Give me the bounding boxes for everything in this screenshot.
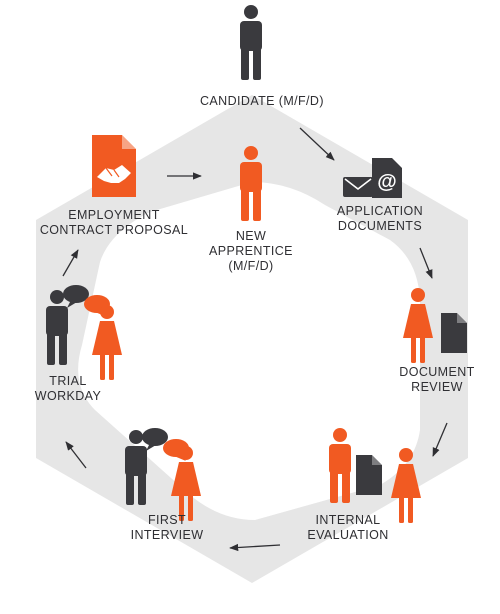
arrow-to-application [299, 127, 335, 161]
svg-text:@: @ [377, 171, 397, 193]
label-first-interview: FIRST INTERVIEW [130, 513, 204, 542]
label-trial-workday: TRIAL WORKDAY [34, 374, 102, 403]
label-employment-contract-proposal: EMPLOYMENT CONTRACT PROPOSAL [39, 208, 189, 237]
arrow-to-trial [65, 441, 87, 469]
envelope-icon [343, 177, 373, 197]
document-icon [356, 455, 382, 495]
label-new-apprentice: NEW APPRENTICE (M/F/D) [209, 229, 293, 273]
arrow-to-review [419, 247, 433, 279]
candidate-icon [240, 5, 262, 80]
label-application-documents: APPLICATION DOCUMENTS [336, 204, 424, 233]
arrow-to-interview [229, 543, 281, 552]
email-document-icon: @ [372, 158, 402, 198]
label-candidate: CANDIDATE (M/F/D) [200, 94, 324, 108]
arrow-to-evaluation [432, 422, 448, 457]
man-icon [329, 428, 351, 503]
label-internal-evaluation: INTERNAL EVALUATION [307, 513, 389, 542]
handshake-contract-icon [92, 135, 136, 197]
woman-icon [92, 305, 122, 380]
label-document-review: DOCUMENT REVIEW [399, 365, 475, 394]
arrow-to-contract [62, 249, 79, 277]
